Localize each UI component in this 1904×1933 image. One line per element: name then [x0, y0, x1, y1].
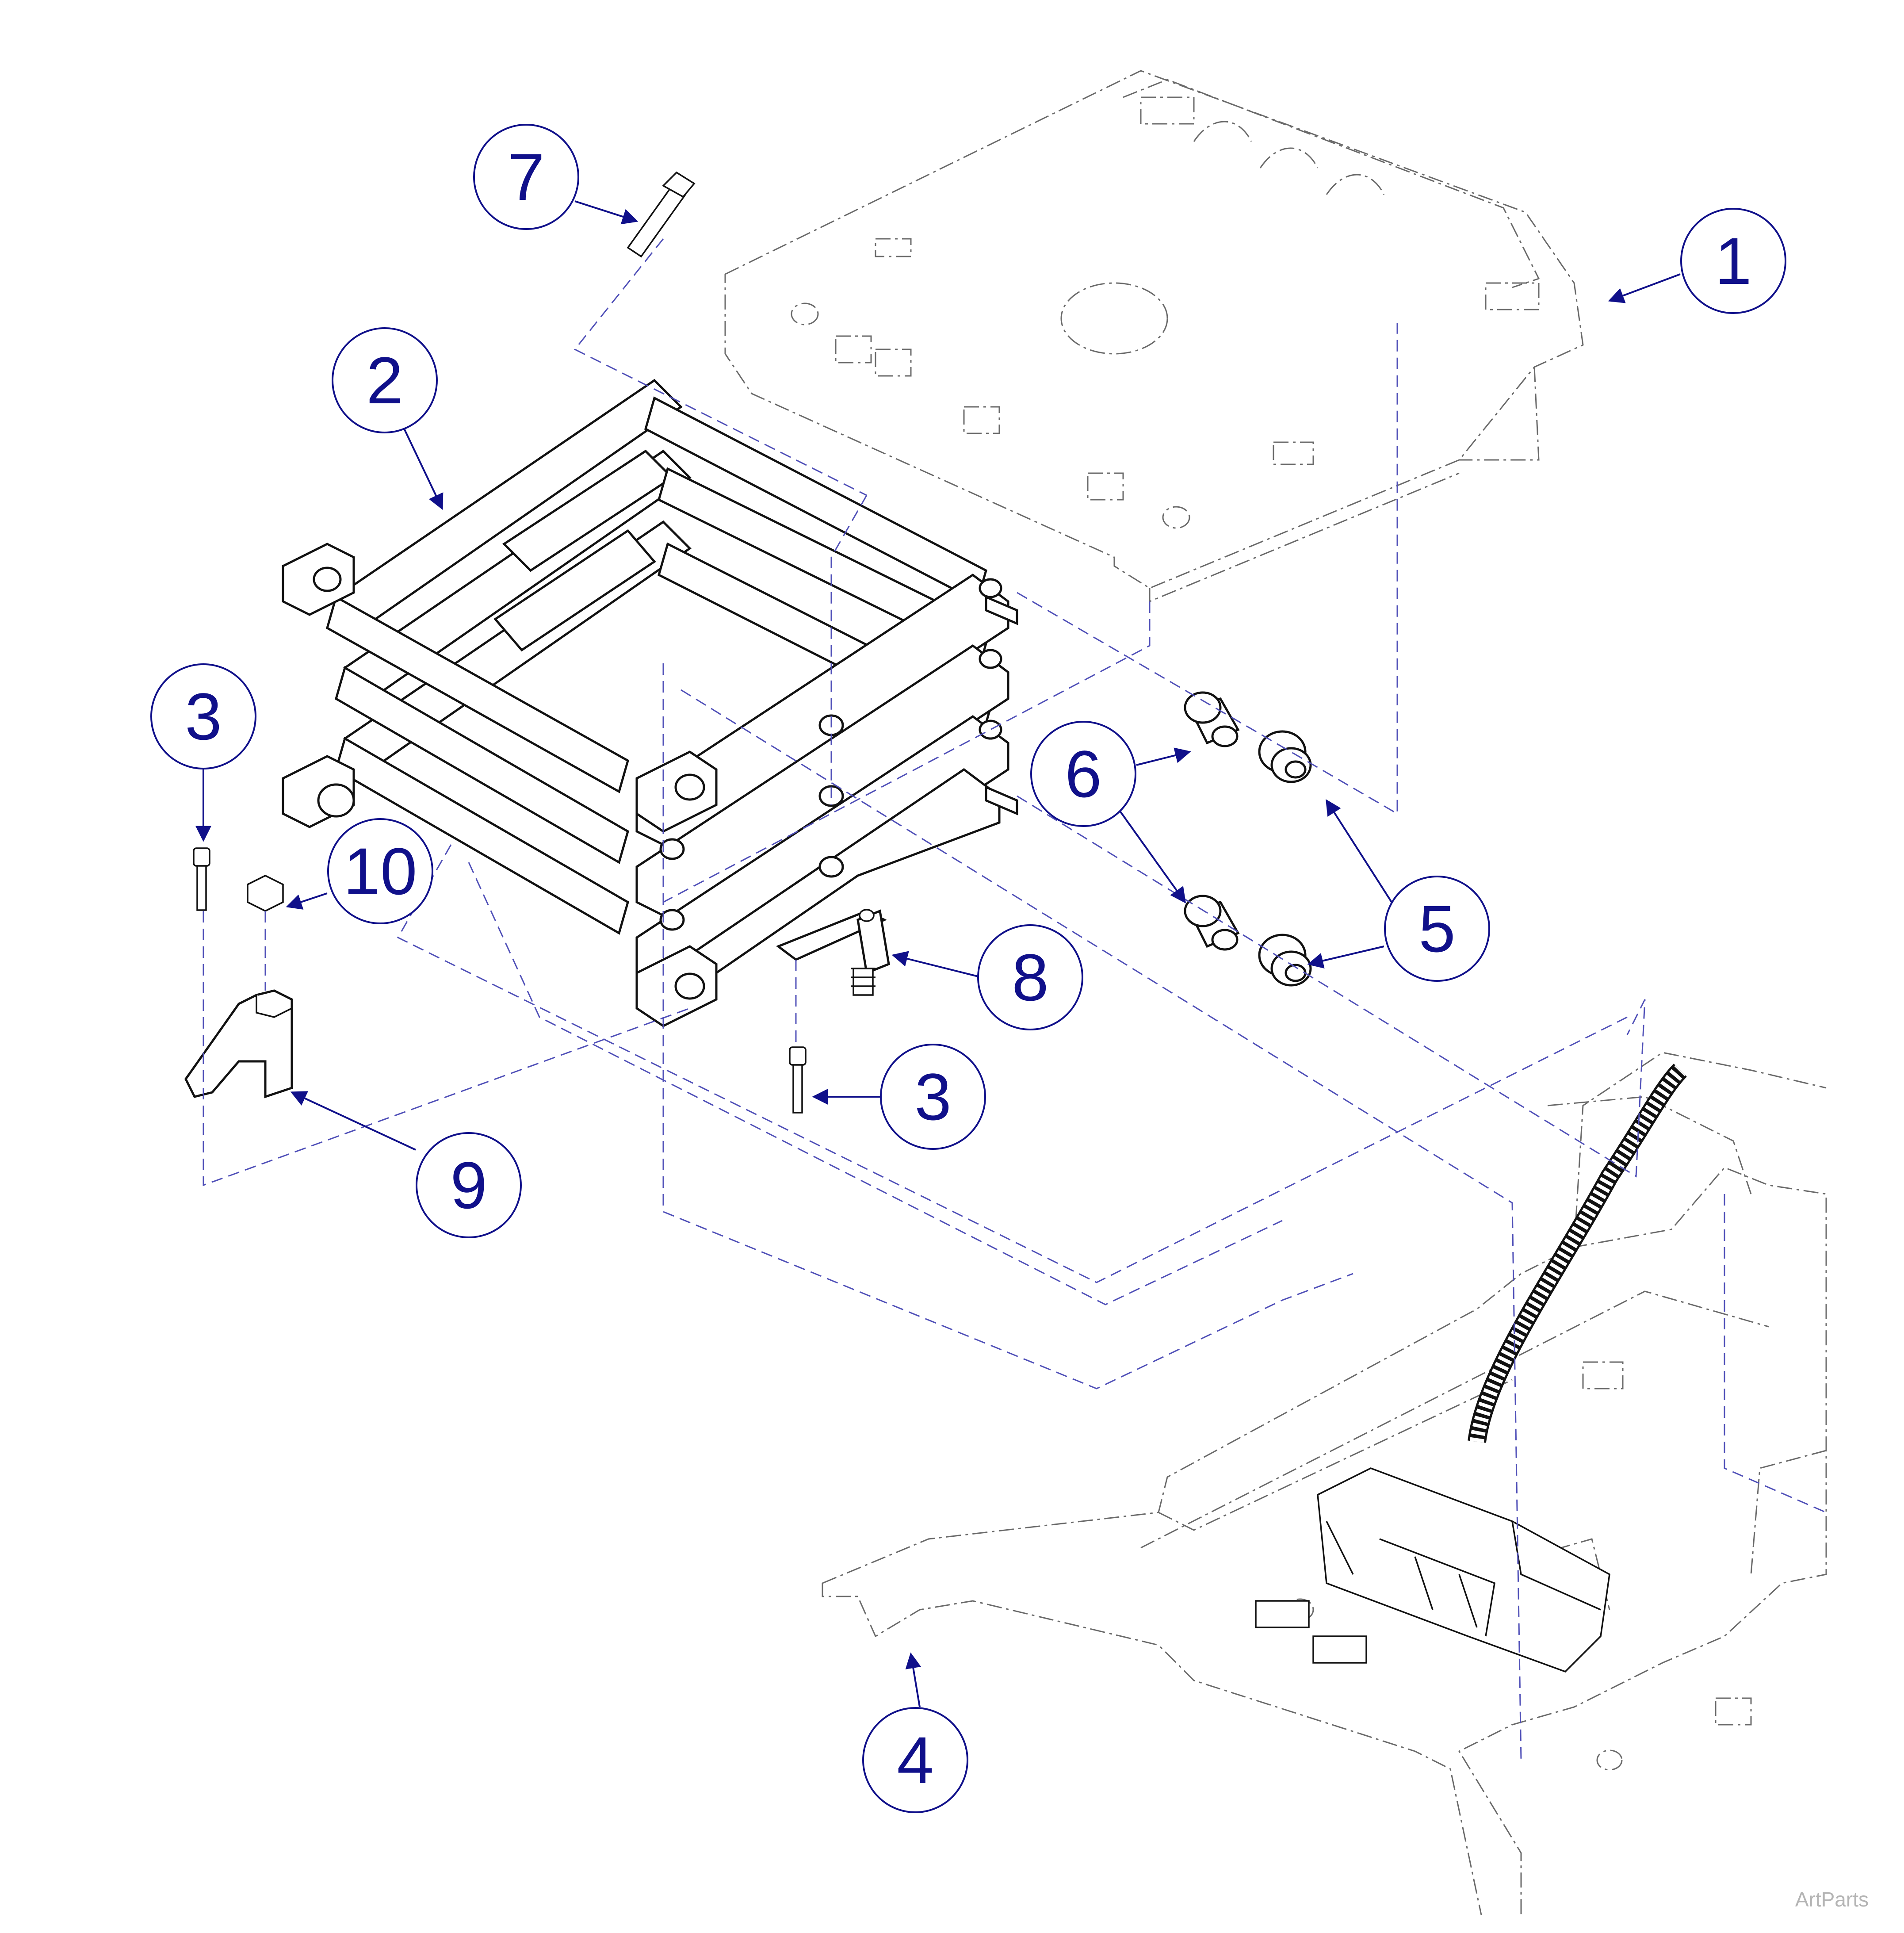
callout-label: 9 [450, 1148, 487, 1222]
callout-1: 1 [1680, 208, 1786, 314]
callout-label: 7 [508, 140, 544, 214]
callout-label: 4 [897, 1723, 933, 1797]
callout-label: 3 [185, 679, 222, 754]
callout-label: 2 [366, 343, 403, 417]
mounting-bracket [184, 989, 293, 1099]
callout-label: 3 [914, 1060, 951, 1134]
seat-top-plate [724, 70, 1584, 603]
callout-3-left: 3 [150, 663, 256, 769]
leader-lines [195, 200, 1681, 1707]
limit-switch-bracket [776, 909, 890, 996]
cable-conduit [1468, 1064, 1687, 1443]
callout-7: 7 [473, 124, 579, 230]
callout-5: 5 [1384, 876, 1490, 982]
callout-label: 1 [1715, 224, 1751, 298]
callout-3-right: 3 [880, 1044, 986, 1150]
flanged-bushing [1258, 730, 1312, 783]
callout-6: 6 [1030, 721, 1136, 827]
bearing-sleeve [1184, 895, 1240, 951]
callout-label: 10 [344, 834, 417, 908]
long-bolt [627, 171, 696, 258]
callout-2: 2 [332, 327, 438, 433]
flanged-bushing [1258, 934, 1312, 987]
callout-label: 6 [1065, 737, 1101, 811]
lift-linkage-assembly [282, 379, 1018, 1027]
base-frame [822, 1052, 1827, 1915]
watermark-text: ArtParts [1795, 1888, 1869, 1911]
assembly-lines [203, 238, 1827, 1761]
callout-label: 5 [1418, 892, 1455, 966]
actuator-motor [1255, 1467, 1610, 1673]
callout-8: 8 [977, 924, 1083, 1030]
bearing-sleeve [1184, 691, 1240, 747]
callout-9: 9 [416, 1132, 522, 1238]
callout-10: 10 [327, 818, 433, 924]
socket-head-screw [193, 847, 210, 911]
callout-4: 4 [862, 1707, 968, 1813]
callout-label: 8 [1012, 940, 1048, 1014]
clip-nut [247, 875, 284, 912]
socket-head-screw [789, 1046, 807, 1114]
